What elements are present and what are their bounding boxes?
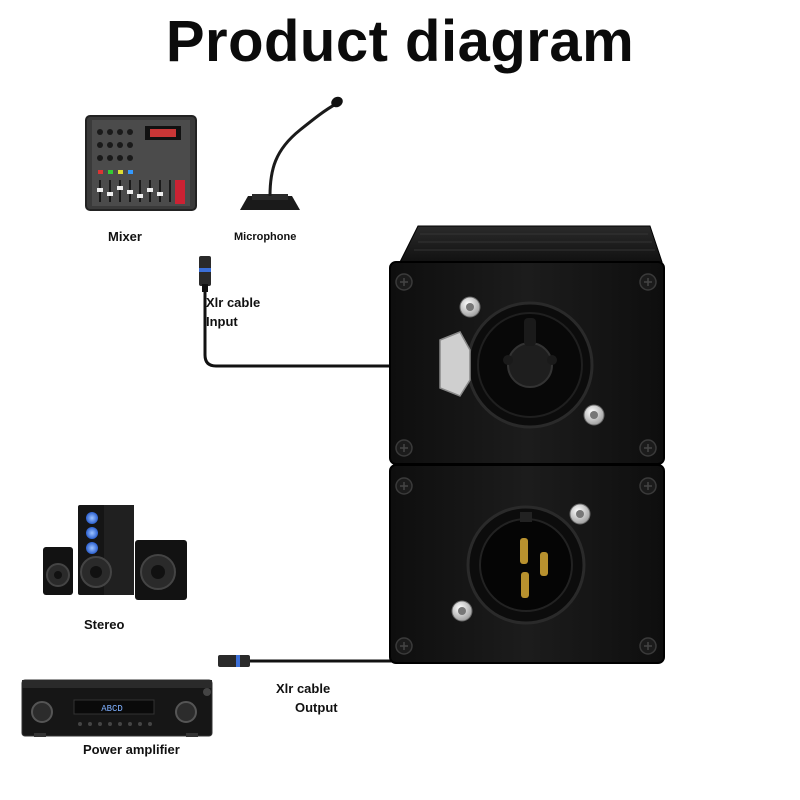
amp-display-readout: ABCD [101,704,123,714]
page-title: Product diagram [165,9,635,74]
label-xlr-input-line1: Xlr cable [206,295,261,310]
label-xlr-input-line2: Input [206,314,238,329]
xlr-output-unit [389,464,665,664]
label-xlr-output-line1: Xlr cable [276,681,331,696]
label-microphone: Microphone [234,231,297,243]
xlr-combo-input-unit [389,225,665,465]
stereo-image [43,505,187,600]
microphone-image [240,96,343,210]
label-stereo: Stereo [84,617,125,632]
label-mixer: Mixer [108,229,142,244]
power-amplifier-image [21,679,213,737]
label-xlr-output-line2: Output [295,700,338,715]
mixer-image [85,115,197,211]
label-power-amplifier: Power amplifier [83,742,180,757]
